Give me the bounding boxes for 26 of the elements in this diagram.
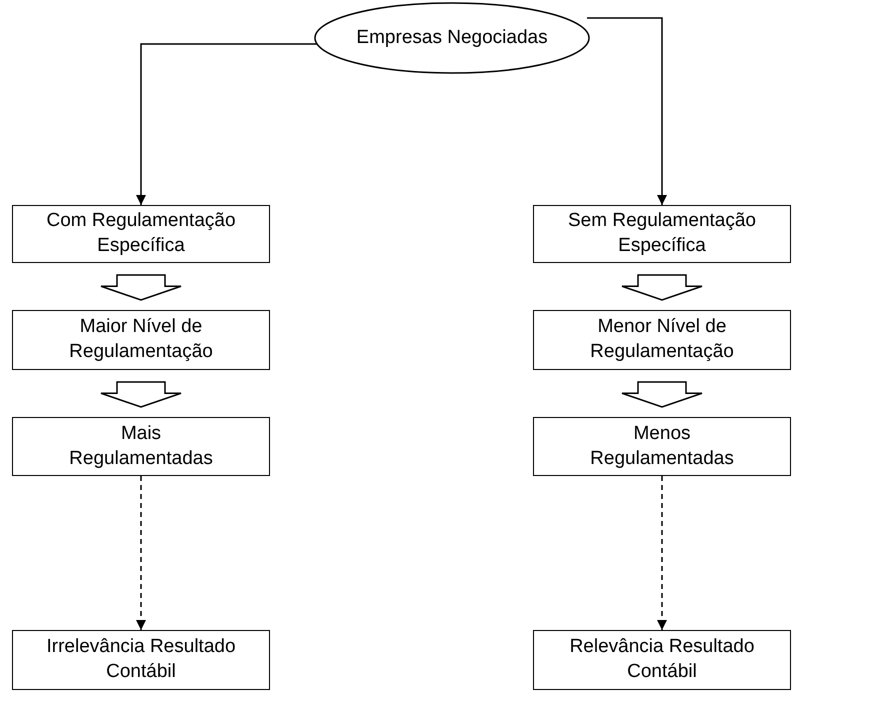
node-text: Mais Regulamentadas bbox=[68, 422, 214, 470]
arrow bbox=[587, 17, 667, 205]
node-text: Menos Regulamentadas bbox=[589, 422, 735, 470]
process-box bbox=[12, 205, 270, 263]
process-box bbox=[533, 630, 791, 690]
block-arrow bbox=[100, 274, 182, 301]
arrow bbox=[136, 476, 146, 630]
node-text: Com Regulamentação Específica bbox=[45, 209, 237, 258]
process-box bbox=[12, 310, 270, 370]
node-text: Sem Regulamentação Específica bbox=[567, 209, 757, 258]
process-box bbox=[533, 310, 791, 370]
node-text: Maior Nível de Regulamentação bbox=[68, 315, 214, 364]
arrow bbox=[136, 43, 317, 205]
ellipse-node bbox=[314, 2, 590, 74]
process-box bbox=[12, 417, 270, 476]
process-box bbox=[533, 417, 791, 476]
block-arrow bbox=[621, 381, 703, 408]
node-text: Empresas Negociadas bbox=[355, 26, 549, 50]
block-arrow bbox=[100, 381, 182, 408]
node-text: Relevância Resultado Contábil bbox=[568, 635, 756, 684]
arrow bbox=[657, 476, 667, 630]
node-text: Irrelevância Resultado Contábil bbox=[46, 635, 236, 684]
process-box bbox=[533, 205, 791, 263]
block-arrow bbox=[621, 274, 703, 301]
node-text: Menor Nível de Regulamentação bbox=[589, 315, 735, 364]
process-box bbox=[12, 630, 270, 690]
